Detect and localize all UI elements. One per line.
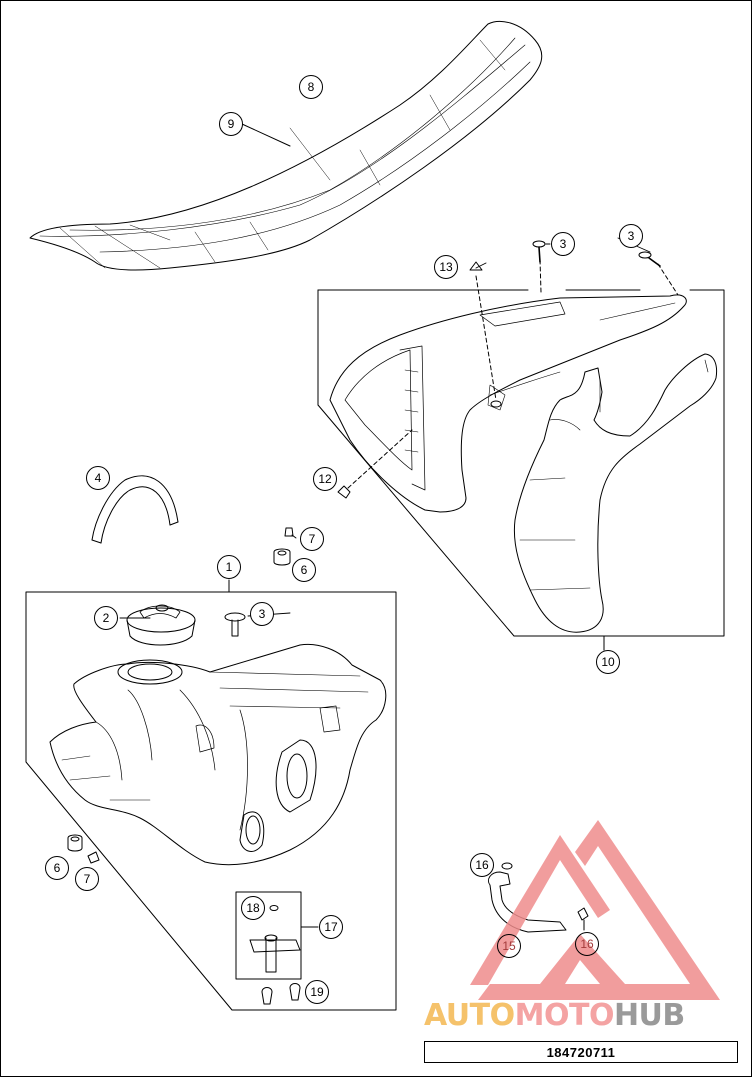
callout-9: 9 bbox=[219, 112, 243, 136]
document-number: 184720711 bbox=[424, 1041, 738, 1063]
callout-17: 17 bbox=[319, 915, 343, 939]
watermark-part-auto: AUTO bbox=[424, 998, 515, 1033]
screw-parts bbox=[337, 240, 679, 499]
left-spoiler bbox=[329, 294, 687, 513]
tank-frame bbox=[25, 579, 605, 1011]
callout-19: 19 bbox=[305, 980, 329, 1004]
callout-3-spoiler-mid: 3 bbox=[551, 232, 575, 256]
vent-hose bbox=[91, 475, 179, 544]
fuel-pump-assembly bbox=[235, 891, 319, 1005]
seat-drawing bbox=[29, 20, 543, 271]
callout-8: 8 bbox=[299, 75, 323, 99]
callout-3-tank: 3 bbox=[250, 602, 274, 626]
callout-12: 12 bbox=[313, 467, 337, 491]
callout-15: 15 bbox=[497, 934, 521, 958]
callout-7-top: 7 bbox=[300, 527, 324, 551]
watermark-triangle-right bbox=[478, 820, 720, 1000]
callout-18: 18 bbox=[241, 896, 265, 920]
callout-3-spoiler-right: 3 bbox=[619, 224, 643, 248]
spoiler-frame bbox=[317, 289, 725, 637]
callout-10: 10 bbox=[596, 650, 620, 674]
watermark-text: AUTOMOTOHUB bbox=[424, 996, 748, 1036]
callout-6-top: 6 bbox=[292, 558, 316, 582]
drain-hose bbox=[487, 862, 589, 933]
fuel-tank bbox=[49, 643, 387, 866]
tank-cap bbox=[126, 604, 196, 646]
callout-2: 2 bbox=[94, 606, 118, 630]
callout-7-bottom: 7 bbox=[75, 867, 99, 891]
callout-16-top: 16 bbox=[470, 853, 494, 877]
right-spoiler bbox=[513, 353, 718, 633]
spacer-and-screw bbox=[67, 527, 294, 864]
watermark-part-hub: HUB bbox=[613, 998, 685, 1033]
callout-1: 1 bbox=[217, 555, 241, 579]
watermark-part-moto: MOTO bbox=[514, 998, 615, 1033]
callout-6-bottom: 6 bbox=[45, 856, 69, 880]
callout-13: 13 bbox=[434, 255, 458, 279]
watermark-triangle-inner bbox=[540, 934, 625, 984]
tank-screw bbox=[224, 612, 246, 637]
callout-16-bottom: 16 bbox=[575, 932, 599, 956]
callout-4: 4 bbox=[86, 466, 110, 490]
